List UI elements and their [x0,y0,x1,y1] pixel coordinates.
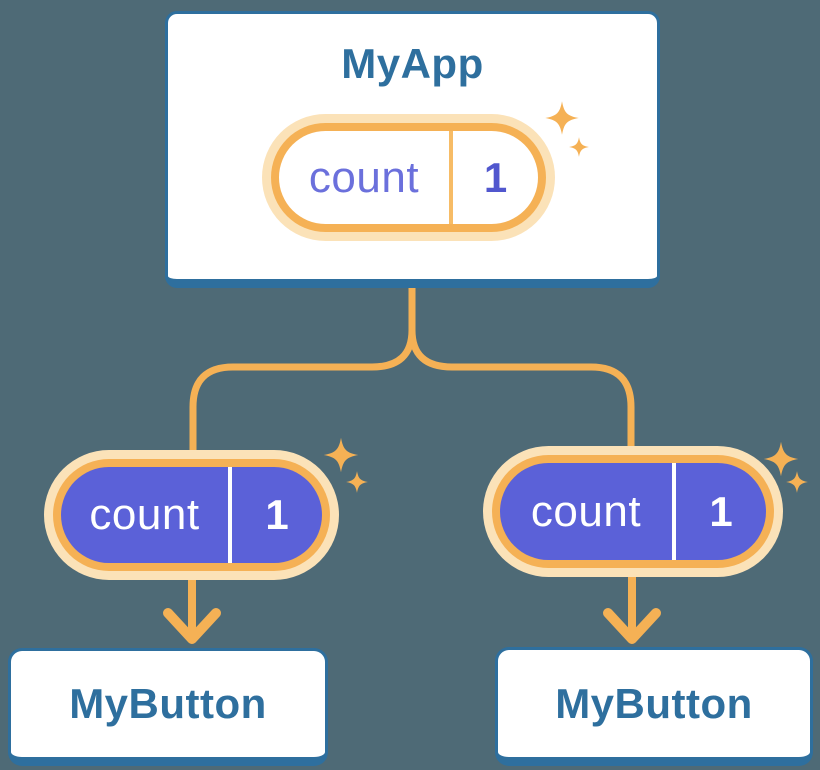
prop-label: count [530,486,642,536]
prop-pill-right: count 1 [483,446,783,577]
prop-label: count [89,490,200,539]
state-value: 1 [483,153,508,201]
pill-body: count 1 [61,467,322,563]
prop-value: 1 [265,491,289,538]
pill-divider [228,467,232,563]
pill-body: count 1 [279,131,538,224]
pill-ring: count 1 [492,455,774,568]
state-label: count [308,152,420,202]
component-title: MyApp [341,40,484,87]
connector-branch-right [408,284,635,450]
pill-divider [449,131,453,224]
arrow-down-icon [603,570,661,644]
prop-value: 1 [709,487,733,535]
state-pill-root: count 1 [262,114,555,241]
pill-ring: count 1 [271,123,546,232]
pill-body: count 1 [500,463,766,560]
pill-ring: count 1 [53,459,330,571]
connector-branch-left [189,284,416,452]
component-card-mybutton-right: MyButton [495,647,813,766]
pill-divider [672,463,676,560]
arrow-down-icon [163,572,221,644]
prop-pill-left: count 1 [44,450,339,580]
component-card-mybutton-left: MyButton [8,648,328,766]
